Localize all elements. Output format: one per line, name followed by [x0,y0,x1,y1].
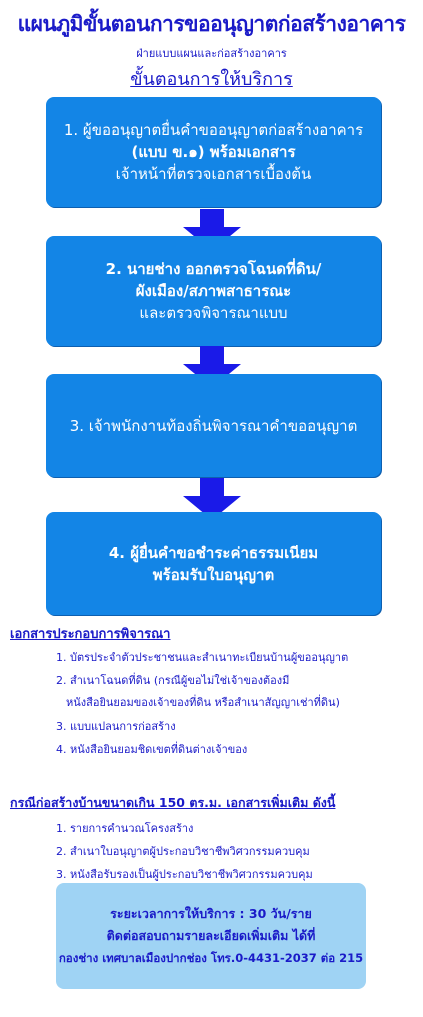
step-3-line-1: 3. เจ้าพนักงานท้องถิ่นพิจารณาคำขออนุญาต [69,416,358,435]
down-arrow-icon [183,478,241,520]
extra-documents-heading: กรณีก่อสร้างบ้านขนาดเกิน 150 ตร.ม. เอกสา… [10,795,336,810]
extra-document-item: 3. หนังสือรับรองเป็นผู้ประกอบวิชาชีพวิศว… [56,868,313,881]
documents-heading: เอกสารประกอบการพิจารณา [10,627,171,642]
section-title: ขั้นตอนการให้บริการ [130,69,293,90]
step-2-box: 2. นายช่าง ออกตรวจโฉนดที่ดิน/ ผังเมือง/ส… [46,236,381,346]
step-1-line-2: (แบบ ข.๑) พร้อมเอกสาร [131,143,296,161]
contact-text: ติดต่อสอบถามรายละเอียดเพิ่มเติม ได้ที่ [106,928,316,943]
step-3-box: 3. เจ้าพนักงานท้องถิ่นพิจารณาคำขออนุญาต [46,374,381,477]
step-4-line-2: พร้อมรับใบอนุญาต [152,565,275,584]
office-phone: กองช่าง เทศบาลเมืองปากช่อง โทร.0-4431-20… [58,951,364,965]
document-item: 1. บัตรประจำตัวประชาชนและสำเนาทะเบียนบ้า… [56,651,349,664]
step-4-line-1: 4. ผู้ยื่นคำขอชำระค่าธรรมเนียม [108,543,319,562]
step-1-line-1: 1. ผู้ขออนุญาตยื่นคำขออนุญาตก่อสร้างอาคา… [63,121,364,139]
document-item: 4. หนังสือยินยอมชิดเขตที่ดินต่างเจ้าของ [56,743,248,756]
page-title: แผนภูมิขั้นตอนการขออนุญาตก่อสร้างอาคาร [17,12,406,36]
step-2-line-3: และตรวจพิจารณาแบบ [139,304,288,322]
document-item: หนังสือยินยอมของเจ้าของที่ดิน หรือสำเนาส… [66,696,340,709]
step-4-box: 4. ผู้ยื่นคำขอชำระค่าธรรมเนียม พร้อมรับใ… [46,512,381,615]
extra-document-item: 1. รายการคำนวณโครงสร้าง [56,822,194,835]
step-2-line-2: ผังเมือง/สภาพสาธารณะ [135,282,292,300]
service-time: ระยะเวลาการให้บริการ : 30 วัน/ราย [110,906,312,921]
document-item: 3. แบบแปลนการก่อสร้าง [56,720,176,733]
step-2-line-1: 2. นายช่าง ออกตรวจโฉนดที่ดิน/ [105,260,322,278]
contact-info-box: ระยะเวลาการให้บริการ : 30 วัน/ราย ติดต่อ… [56,883,366,989]
department-subtitle: ฝ่ายแบบแผนและก่อสร้างอาคาร [136,47,287,60]
down-arrow-icon [183,346,241,388]
step-1-box: 1. ผู้ขออนุญาตยื่นคำขออนุญาตก่อสร้างอาคา… [46,97,381,207]
document-item: 2. สำเนาโฉนดที่ดิน (กรณีผู้ขอไม่ใช่เจ้าข… [56,674,290,687]
extra-document-item: 2. สำเนาใบอนุญาตผู้ประกอบวิชาชีพวิศวกรรม… [56,845,310,858]
step-1-line-3: เจ้าหน้าที่ตรวจเอกสารเบื้องต้น [115,165,312,183]
down-arrow-icon [183,209,241,251]
